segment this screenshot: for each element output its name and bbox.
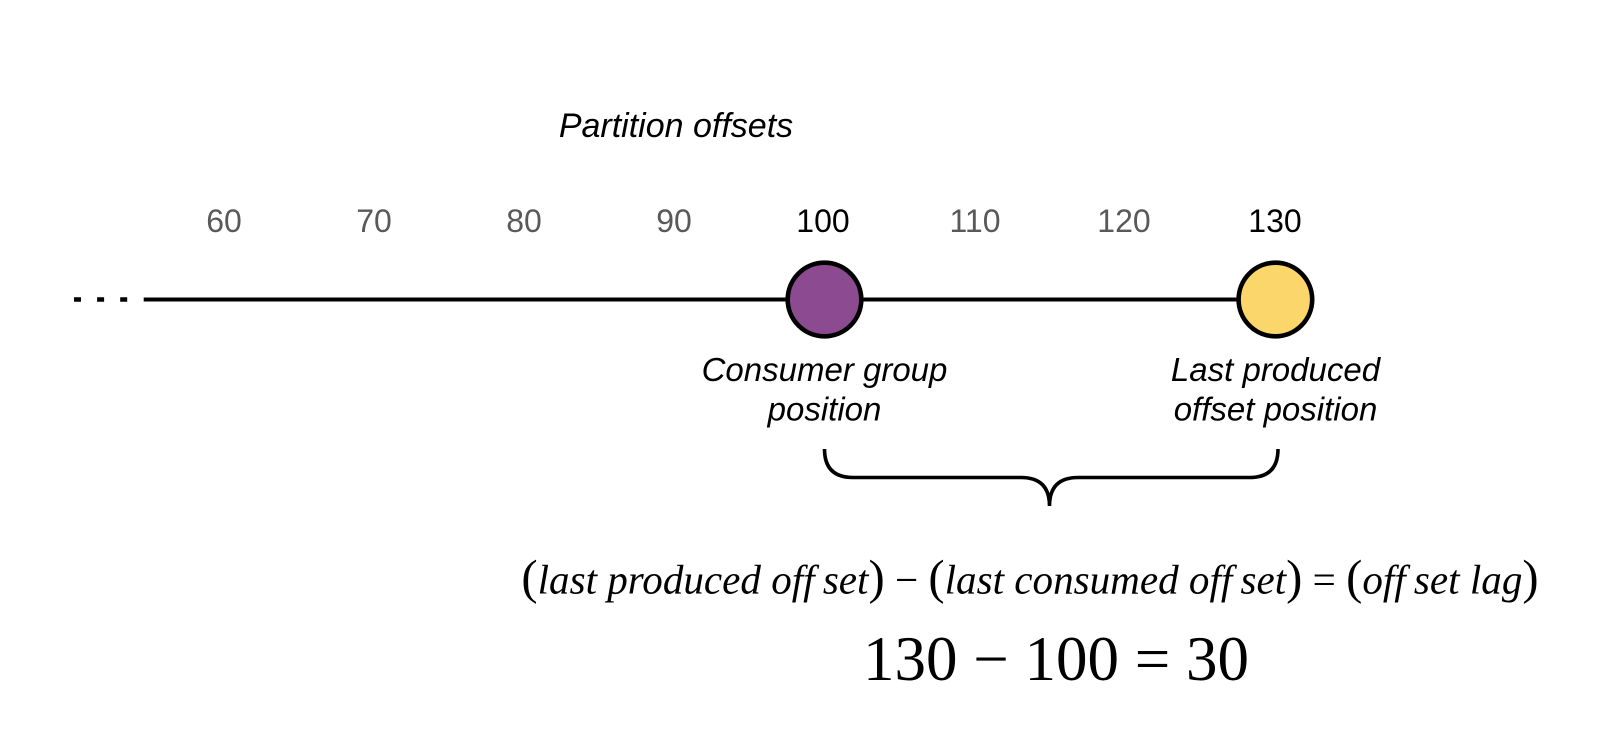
svg-text:Last produced: Last produced: [1171, 351, 1382, 388]
svg-text:70: 70: [356, 203, 392, 239]
svg-text:130 − 100 = 30: 130 − 100 = 30: [863, 624, 1249, 694]
svg-text:120: 120: [1097, 203, 1150, 239]
svg-text:100: 100: [796, 203, 849, 239]
svg-text:Consumer group: Consumer group: [702, 351, 948, 388]
svg-text:(last produced off set) − (las: (last produced off set) − (last consumed…: [521, 551, 1538, 605]
svg-text:110: 110: [949, 203, 1000, 239]
svg-text:60: 60: [206, 203, 242, 239]
svg-text:offset position: offset position: [1174, 391, 1378, 428]
svg-text:position: position: [767, 391, 882, 428]
svg-text:80: 80: [506, 203, 542, 239]
svg-text:130: 130: [1248, 203, 1301, 239]
svg-text:90: 90: [656, 203, 692, 239]
svg-text:Partition offsets: Partition offsets: [559, 107, 793, 145]
